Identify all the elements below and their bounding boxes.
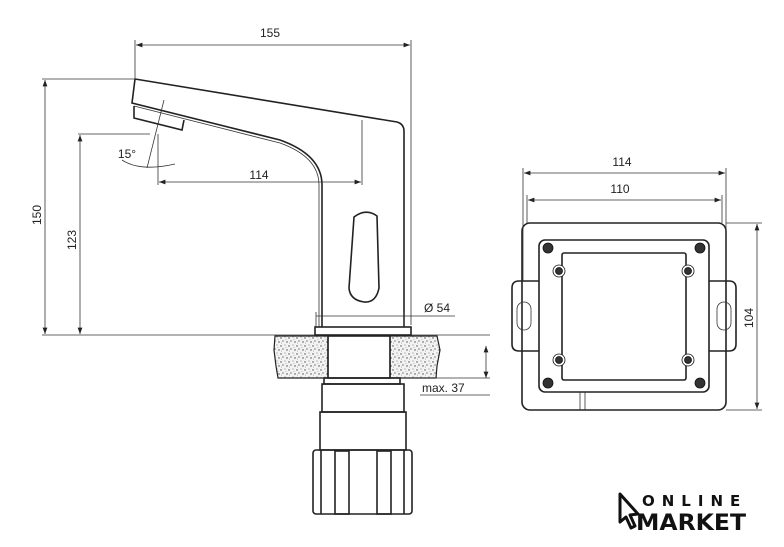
control-box-dimensions: [522, 168, 762, 411]
dim-max-thickness-label: max. 37: [422, 381, 465, 395]
control-box-front-view: [511, 222, 737, 411]
dim-box-height-label: 104: [742, 308, 756, 328]
logo-line1: ONLINE: [642, 492, 747, 510]
dim-box-inner-width-label: 110: [610, 182, 629, 196]
dim-box-outer-width-label: 114: [612, 155, 631, 169]
dim-spout-height-label: 123: [65, 230, 79, 250]
dim-width-label: 155: [260, 26, 280, 40]
dim-height-label: 150: [30, 205, 44, 225]
dim-reach-label: 114: [249, 168, 268, 182]
countertop-section: [273, 334, 490, 396]
online-market-logo: ONLINE MARKET: [618, 492, 747, 536]
logo-line2: MARKET: [636, 511, 746, 536]
dim-angle-label: 15°: [118, 147, 136, 161]
keyhole-right: [716, 301, 732, 331]
faucet-dimensions: [42, 40, 455, 336]
mounting-nut: [312, 377, 413, 515]
base-plate: [314, 326, 412, 336]
cursor-icon: [618, 492, 640, 530]
sensor-window: [348, 211, 380, 303]
dim-base-diameter-label: Ø 54: [424, 301, 450, 315]
faucet-side-view: [131, 78, 412, 336]
keyhole-left: [516, 301, 532, 331]
